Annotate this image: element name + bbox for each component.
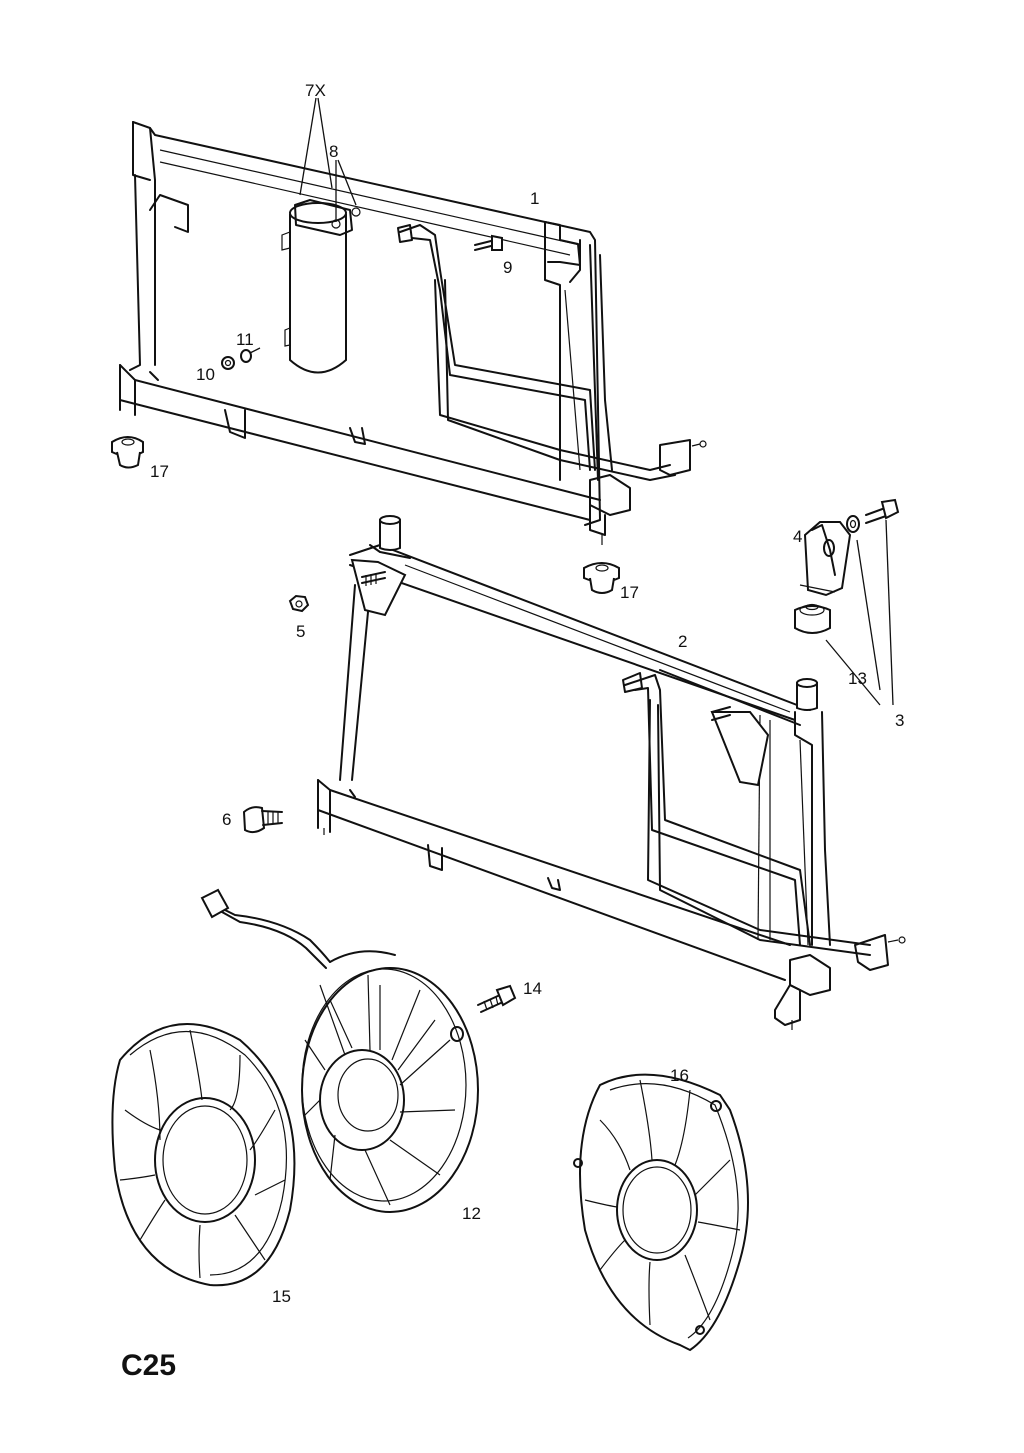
fan-shroud-15 — [111, 1023, 296, 1287]
callout-9: 9 — [503, 258, 512, 277]
washer-11 — [240, 349, 252, 363]
callout-7x: 7X — [305, 81, 326, 100]
page-code: C25 — [121, 1349, 176, 1382]
callout-11: 11 — [236, 330, 254, 349]
upper-mount-bracket-4 — [799, 521, 852, 597]
screw-14 — [477, 984, 517, 1013]
callout-10: 10 — [196, 365, 215, 384]
bolt-9 — [474, 234, 503, 251]
callout-17-mid: 17 — [620, 583, 639, 602]
callout-4: 4 — [793, 527, 802, 546]
callout-8: 8 — [329, 142, 338, 161]
callout-16: 16 — [670, 1066, 689, 1085]
receiver-drier — [281, 199, 361, 374]
callout-13: 13 — [848, 669, 867, 688]
nut-5 — [288, 594, 310, 613]
callout-14: 14 — [523, 979, 542, 998]
mount-rubber-17-left — [111, 436, 144, 469]
callout-12: 12 — [462, 1204, 481, 1223]
callout-1: 1 — [530, 189, 539, 208]
radiator-assembly — [317, 515, 906, 1030]
bolt-3 — [865, 498, 900, 524]
fan-shroud-16 — [573, 1073, 749, 1352]
callout-2: 2 — [678, 632, 687, 651]
callout-5: 5 — [296, 622, 305, 641]
callout-17-top: 17 — [150, 462, 169, 481]
bolt-6 — [242, 806, 283, 834]
callout-labels: 7X 8 1 9 11 10 17 17 4 5 2 13 3 6 14 16 … — [121, 81, 904, 1382]
callout-3: 3 — [895, 711, 904, 730]
condenser-assembly — [119, 121, 707, 545]
callout-6: 6 — [222, 810, 231, 829]
mount-rubber-13 — [794, 603, 831, 634]
washer-3 — [846, 515, 860, 533]
callout-15: 15 — [272, 1287, 291, 1306]
mount-rubber-17-right — [583, 562, 620, 594]
cooling-fan-12 — [200, 888, 479, 1213]
nut-10 — [221, 356, 235, 370]
leader-lines — [249, 97, 894, 706]
